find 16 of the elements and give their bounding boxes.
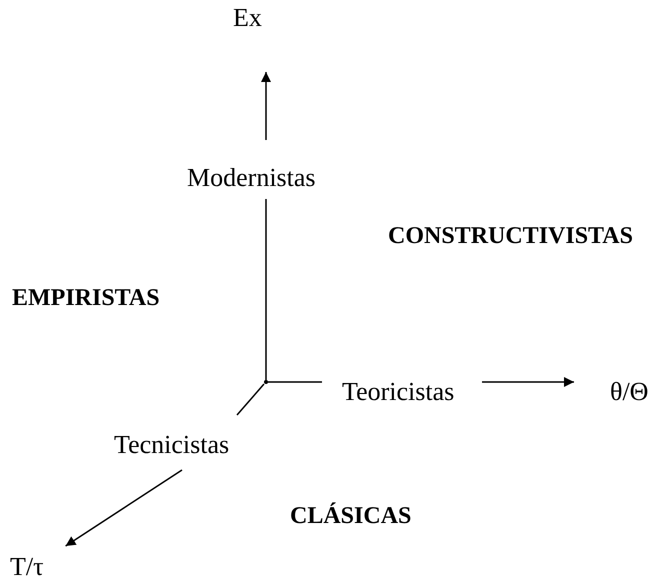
axis-line (265, 199, 267, 380)
arrow (65, 469, 182, 547)
axis-label: T/τ (8, 546, 72, 584)
arrow (482, 377, 574, 387)
axis-line (268, 381, 322, 383)
axis-label: Teoricistas (322, 372, 482, 408)
region-label: EMPIRISTAS (12, 285, 160, 312)
axis-origin-point (264, 380, 268, 384)
axis-line (236, 384, 265, 416)
arrow (261, 72, 271, 140)
region-label: CONSTRUCTIVISTAS (388, 223, 633, 250)
region-label: CLÁSICAS (290, 503, 412, 530)
axis-label: Modernistas (184, 140, 320, 199)
axis-label: Ex (228, 2, 272, 72)
axis-label: θ/Θ (574, 372, 654, 408)
axis-label: Tecnicistas (110, 415, 237, 470)
